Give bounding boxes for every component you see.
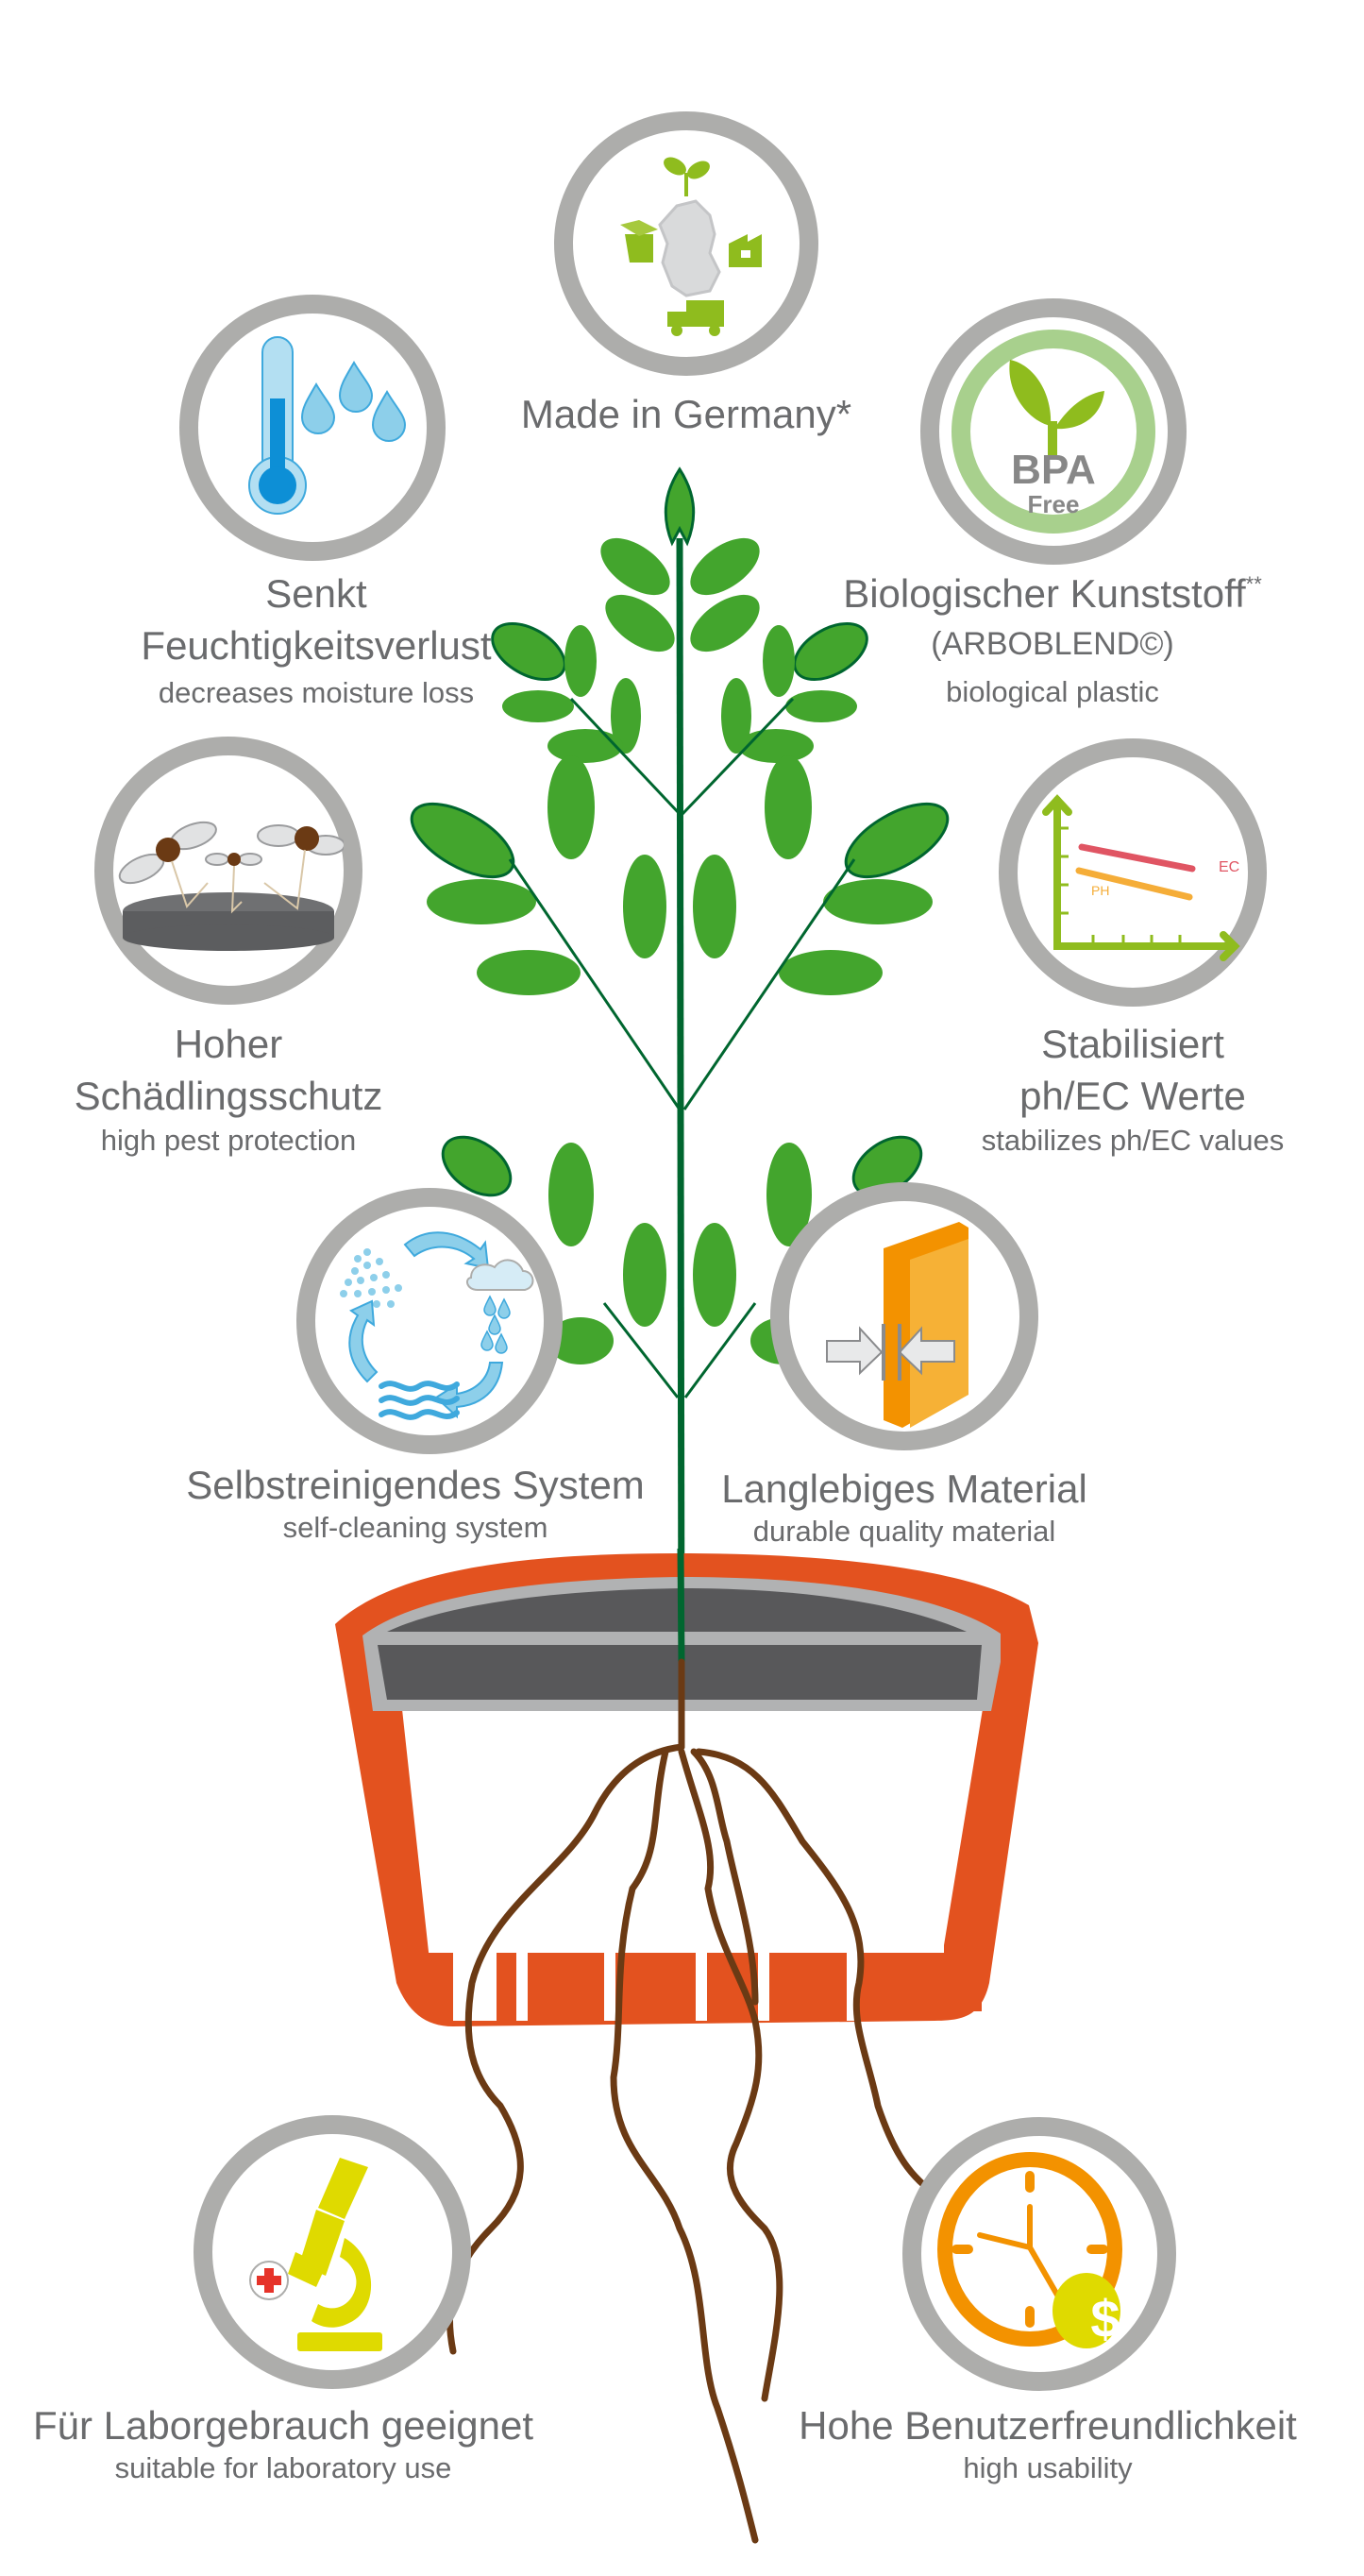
leaves	[410, 466, 950, 1364]
moisture-badge	[179, 295, 446, 561]
dollar-symbol: $	[1090, 2289, 1120, 2348]
microscope-red-cross-icon	[249, 2158, 382, 2351]
bpa-text: BPA	[1011, 447, 1096, 493]
bio-plastic-title: Biologischer Kunststoff**	[843, 571, 1262, 616]
ph-ec-title-line2: ph/EC Werte	[1019, 1074, 1246, 1118]
made-in-germany-badge	[554, 111, 818, 376]
moisture-title-line1: Senkt	[265, 571, 367, 616]
lab-badge	[194, 2115, 471, 2389]
pot	[335, 1553, 1038, 2026]
self-cleaning-badge	[296, 1188, 563, 1454]
pest-english: high pest protection	[100, 1124, 357, 1157]
pest-title-line1: Hoher	[174, 1022, 283, 1066]
durable-title: Langlebiges Material	[721, 1466, 1087, 1511]
ec-label: EC	[1219, 859, 1240, 875]
free-text: Free	[1027, 490, 1080, 518]
clock-dollar-icon	[937, 2152, 1122, 2348]
pest-badge	[94, 737, 362, 1005]
ph-ec-title-line1: Stabilisiert	[1041, 1022, 1224, 1066]
moisture-english: decreases moisture loss	[158, 676, 475, 709]
flies-on-sticky-disc-icon	[118, 821, 344, 951]
ph-ec-english: stabilizes ph/EC values	[981, 1124, 1285, 1157]
factory-icon	[729, 234, 762, 267]
bio-plastic-subtitle: (ARBOBLEND©)	[931, 626, 1174, 662]
self-cleaning-title: Selbstreinigendes System	[186, 1463, 645, 1507]
ph-label: PH	[1091, 883, 1110, 898]
thermometer-water-drops-icon	[248, 336, 407, 515]
truck-icon	[667, 300, 724, 336]
durable-english: durable quality material	[752, 1515, 1056, 1548]
germany-map-icon	[620, 157, 762, 336]
pest-title-line2: Schädlingsschutz	[74, 1074, 383, 1118]
lab-title: Für Laborgebrauch geeignet	[32, 2403, 534, 2448]
water-cycle-icon	[340, 1231, 534, 1420]
usability-english: high usability	[963, 2451, 1133, 2484]
usability-badge: $	[902, 2117, 1176, 2391]
self-cleaning-english: self-cleaning system	[282, 1511, 548, 1544]
made-in-germany-title: Made in Germany*	[520, 392, 852, 436]
bio-plastic-english: biological plastic	[946, 675, 1159, 708]
compression-block-icon	[826, 1222, 968, 1428]
lab-english: suitable for laboratory use	[114, 2451, 452, 2484]
ph-ec-line-chart-icon	[1042, 794, 1240, 961]
usability-title: Hohe Benutzerfreundlichkeit	[799, 2403, 1297, 2448]
durable-badge	[770, 1182, 1038, 1450]
bpa-free-badge: BPA Free	[920, 298, 1187, 565]
roots	[446, 1658, 948, 2544]
sprout-icon	[664, 157, 710, 196]
stems	[508, 537, 856, 1691]
bpa-free-sprout-icon	[951, 330, 1155, 534]
moisture-title-line2: Feuchtigkeitsverlust	[141, 623, 492, 668]
ph-ec-badge: EC PH	[999, 738, 1267, 1007]
box-icon	[620, 220, 658, 263]
